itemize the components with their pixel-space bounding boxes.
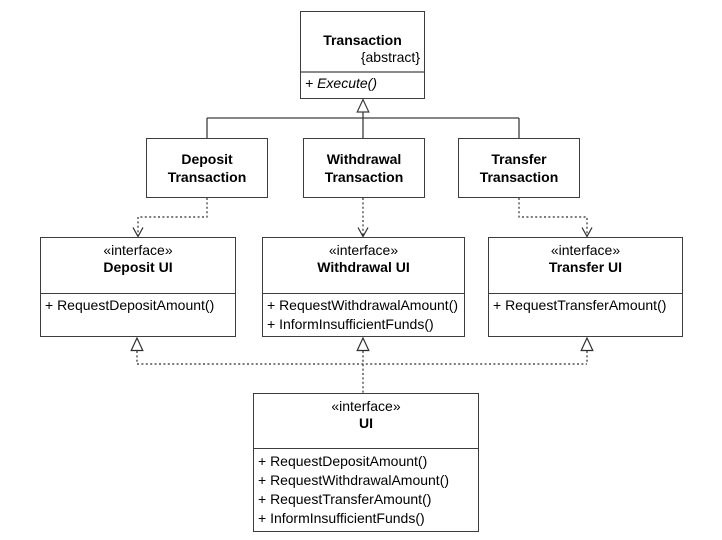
dependency-arrow-icon: [357, 227, 369, 238]
method-inform-insufficient-funds: + InformInsufficientFunds(): [258, 510, 425, 526]
method-request-withdrawal-amount: + RequestWithdrawalAmount(): [258, 472, 450, 488]
realization-arrow-icon: [130, 336, 144, 352]
class-name-compartment: Deposit Transaction: [147, 139, 267, 197]
stereotype-label: «interface»: [103, 242, 173, 258]
method-compartment: + Execute(): [301, 71, 424, 98]
method-request-transfer-amount: + RequestTransferAmount(): [258, 491, 432, 507]
method-compartment: + RequestTransferAmount(): [489, 293, 682, 336]
interface-box-withdrawal-ui: «interface» Withdrawal UI + RequestWithd…: [262, 237, 465, 337]
interface-name-compartment: «interface» UI: [254, 394, 478, 448]
stereotype-label: «interface»: [331, 398, 401, 414]
interface-name: Withdrawal UI: [317, 259, 410, 275]
interface-name: Transfer UI: [548, 259, 623, 275]
method-request-withdrawal-amount: + RequestWithdrawalAmount(): [267, 297, 459, 313]
class-box-transfer-transaction: Transfer Transaction: [458, 138, 580, 198]
stereotype-label: «interface»: [328, 242, 399, 258]
interface-box-deposit-ui: «interface» Deposit UI + RequestDepositA…: [40, 237, 236, 337]
method-compartment: + RequestDepositAmount(): [41, 293, 235, 336]
interface-name-compartment: «interface» Deposit UI: [41, 238, 235, 293]
method-request-transfer-amount: + RequestTransferAmount(): [493, 297, 667, 313]
realization-arrow-icon: [580, 336, 594, 352]
interface-name-compartment: «interface» Withdrawal UI: [263, 238, 464, 293]
stereotype-label: «interface»: [550, 242, 621, 258]
class-box-transaction: Transaction {abstract} + Execute(): [300, 11, 425, 99]
class-name-compartment: Transfer Transaction: [459, 139, 579, 197]
interface-box-transfer-ui: «interface» Transfer UI + RequestTransfe…: [488, 237, 683, 337]
method-request-deposit-amount: + RequestDepositAmount(): [258, 453, 428, 469]
class-box-withdrawal-transaction: Withdrawal Transaction: [303, 138, 425, 198]
generalization-tree-lines: [206, 112, 520, 138]
class-box-deposit-transaction: Deposit Transaction: [146, 138, 268, 198]
class-name: Transfer Transaction: [479, 151, 559, 185]
method-inform-insufficient-funds: + InformInsufficientFunds(): [267, 316, 434, 332]
class-name: Transaction: [323, 32, 402, 48]
class-name: Withdrawal Transaction: [324, 151, 404, 185]
interface-name: Deposit UI: [103, 259, 173, 275]
realization-lines: [136, 351, 588, 393]
dependency-lines: [137, 198, 588, 235]
dependency-arrow-icon: [132, 227, 144, 238]
abstract-modifier: {abstract}: [360, 49, 420, 65]
realization-arrow-icon: [356, 336, 370, 352]
dependency-arrow-icon: [581, 227, 593, 238]
class-name-compartment: Withdrawal Transaction: [304, 139, 424, 197]
class-name: Deposit Transaction: [167, 151, 247, 185]
method-compartment: + RequestDepositAmount() + RequestWithdr…: [254, 448, 478, 531]
method-compartment: + RequestWithdrawalAmount() + InformInsu…: [263, 293, 464, 336]
interface-box-ui: «interface» UI + RequestDepositAmount() …: [253, 393, 479, 532]
generalization-arrow-icon: [356, 98, 370, 113]
method-request-deposit-amount: + RequestDepositAmount(): [45, 297, 215, 313]
interface-name-compartment: «interface» Transfer UI: [489, 238, 682, 293]
interface-name: UI: [359, 415, 373, 431]
method-execute: + Execute(): [305, 75, 377, 91]
class-name-compartment: Transaction {abstract}: [301, 12, 424, 71]
